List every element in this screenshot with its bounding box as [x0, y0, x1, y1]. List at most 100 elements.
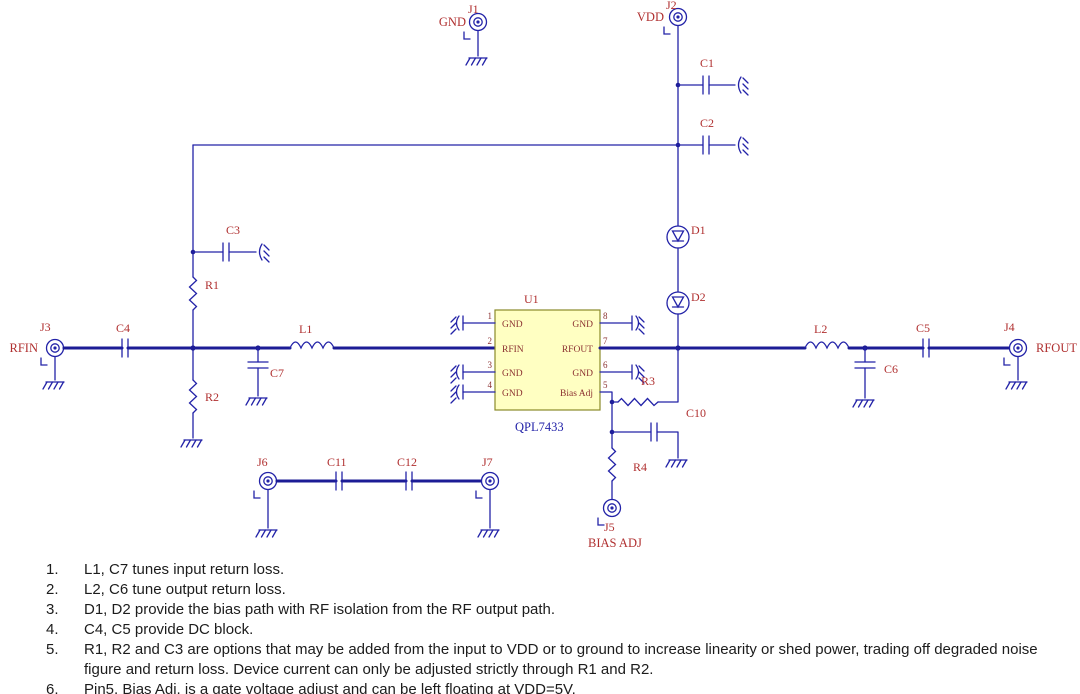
- ground-symbol: [852, 399, 875, 408]
- pin2-name: RFIN: [502, 345, 524, 355]
- capacitor-c10: C10: [611, 406, 706, 468]
- vdd-rail: J2 VDD D1 D2: [637, 0, 706, 351]
- capacitor-c3: C3: [192, 223, 270, 263]
- bias-option-branch: C3 R1 R2: [180, 144, 679, 448]
- bias-adjust-network: R3 C10 R4 J5 BIAS ADJ: [588, 349, 706, 550]
- pin2-rfin: 2 RFIN: [488, 336, 524, 355]
- pin7-name: RFOUT: [562, 345, 593, 355]
- capacitor-c4: C4: [116, 321, 130, 358]
- note-number: 3.: [46, 601, 59, 618]
- ground-symbol: [180, 439, 203, 448]
- d2-label: D2: [691, 290, 706, 304]
- capacitor-c6: C6: [852, 347, 898, 408]
- ground-symbol: [1005, 381, 1028, 390]
- note-item: 4. C4, C5 provide DC block.: [46, 620, 1058, 640]
- rfin-net-label: RFIN: [10, 341, 38, 355]
- connector-j7: [475, 471, 500, 499]
- note-item: 1. L1, C7 tunes input return loss.: [46, 560, 1058, 580]
- j6-ref-label: J6: [257, 455, 268, 469]
- inductor-l2: L2: [804, 322, 850, 349]
- connector-j1-group: J1 GND: [439, 2, 488, 66]
- d1-label: D1: [691, 223, 706, 237]
- diode-d1: [666, 225, 690, 249]
- c4-label: C4: [116, 321, 130, 335]
- c2-label: C2: [700, 116, 714, 130]
- j5-ref-label: J5: [604, 520, 615, 534]
- pin6-number: 6: [603, 360, 608, 370]
- connector-j1: [463, 12, 488, 40]
- ground-symbol: [42, 381, 65, 390]
- l1-label: L1: [299, 322, 312, 336]
- note-item: 2. L2, C6 tune output return loss.: [46, 580, 1058, 600]
- gnd-net-label: GND: [439, 15, 466, 29]
- diode-d2: [666, 291, 690, 315]
- pin6-gnd: 6 GND: [572, 360, 645, 384]
- pin8-bypass-cap: [631, 315, 645, 335]
- rfout-net-label: RFOUT: [1036, 341, 1077, 355]
- capacitor-c11: C11: [327, 455, 347, 491]
- pin3-name: GND: [502, 369, 523, 379]
- l2-label: L2: [814, 322, 827, 336]
- capacitor-c1: C1: [677, 56, 749, 96]
- resistor-r2: R2: [180, 347, 219, 448]
- pin5-name: Bias Adj: [560, 389, 593, 399]
- c5-label: C5: [916, 321, 930, 335]
- resistor-r4: R4: [607, 447, 647, 500]
- note-item: 3. D1, D2 provide the bias path with RF …: [46, 600, 1058, 620]
- pin7-number: 7: [603, 336, 608, 346]
- note-number: 2.: [46, 581, 59, 598]
- bias-adj-net-label: BIAS ADJ: [588, 536, 642, 550]
- pin1-number: 1: [488, 311, 493, 321]
- test-chain: J6 C11 C12 J7: [253, 455, 500, 538]
- note-number: 4.: [46, 621, 59, 638]
- resistor-r3: R3: [611, 349, 679, 407]
- capacitor-c2: C2: [677, 116, 749, 156]
- c12-label: C12: [397, 455, 417, 469]
- note-text: L1, C7 tunes input return loss.: [84, 561, 285, 578]
- c6-label: C6: [884, 362, 898, 376]
- pin3-gnd: 3 GND: [450, 360, 523, 384]
- pin4-bypass-cap: [450, 384, 464, 404]
- c7-label: C7: [270, 366, 284, 380]
- c2-ground-via: [737, 136, 749, 156]
- j4-ref-label: J4: [1004, 320, 1015, 334]
- pin1-name: GND: [502, 320, 523, 330]
- chip-u1: U1 QPL7433 1 GND 2 RFIN 3 GND 4 GND: [450, 292, 645, 449]
- connector-j3: [40, 338, 65, 366]
- pin4-name: GND: [502, 389, 523, 399]
- note-text: Pin5, Bias Adj, is a gate voltage adjust…: [84, 681, 576, 694]
- r3-label: R3: [641, 374, 655, 388]
- ground-symbol: [477, 529, 500, 538]
- connector-j4: [1003, 338, 1028, 366]
- pin8-number: 8: [603, 311, 608, 321]
- c3-ground-via: [258, 243, 270, 263]
- connector-j6: [253, 471, 278, 499]
- note-number: 1.: [46, 561, 59, 578]
- c3-label: C3: [226, 223, 240, 237]
- j3-ref-label: J3: [40, 320, 51, 334]
- c10-label: C10: [686, 406, 706, 420]
- note-item: 6. Pin5, Bias Adj, is a gate voltage adj…: [46, 680, 1058, 694]
- note-text: R1, R2 and C3 are options that may be ad…: [84, 641, 1038, 678]
- c1-label: C1: [700, 56, 714, 70]
- note-text: D1, D2 provide the bias path with RF iso…: [84, 601, 556, 618]
- inductor-l1: L1: [289, 322, 335, 349]
- u1-part-number: QPL7433: [515, 420, 564, 434]
- j2-ref-label: J2: [666, 0, 677, 12]
- note-text: L2, C6 tune output return loss.: [84, 581, 286, 598]
- ground-symbol: [245, 397, 268, 406]
- note-number: 5.: [46, 641, 59, 658]
- notes-list: 1. L1, C7 tunes input return loss. 2. L2…: [46, 560, 1058, 694]
- ground-symbol: [465, 57, 488, 66]
- pin4-number: 4: [488, 380, 493, 390]
- rf-input-path: J3 RFIN C4 C7 L1: [10, 320, 497, 406]
- pin5-number: 5: [603, 380, 608, 390]
- note-item: 5. R1, R2 and C3 are options that may be…: [46, 640, 1058, 680]
- ground-symbol: [665, 459, 688, 468]
- ground-symbol: [255, 529, 278, 538]
- pin8-name: GND: [572, 320, 593, 330]
- j1-ref-label: J1: [468, 2, 479, 16]
- note-number: 6.: [46, 681, 59, 694]
